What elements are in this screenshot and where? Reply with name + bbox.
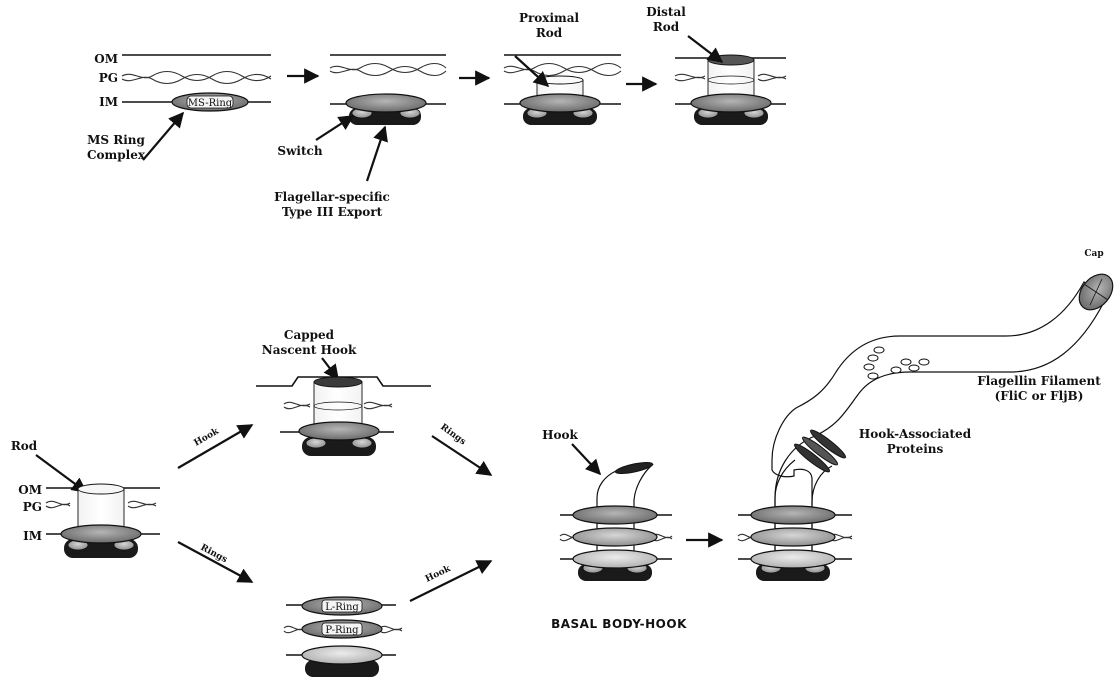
ms-ring (346, 94, 426, 112)
stage-4-distal-rod: Distal Rod (646, 5, 786, 125)
distal-rod-label-1: Distal (646, 5, 686, 19)
p-ring-label: P-Ring (325, 625, 359, 636)
im-label: IM (99, 95, 118, 109)
ms-ring (573, 550, 657, 568)
l-ring (573, 506, 657, 524)
hook-associated-label-1: Hook-Associated (859, 427, 972, 441)
stage-3-proximal-rod: Proximal Rod (504, 11, 621, 125)
im-label-2: IM (23, 529, 42, 543)
ms-ring-complex-label-2: Complex (87, 148, 146, 162)
capped-hook-label-2: Nascent Hook (262, 343, 357, 357)
stage-2-switch-export: Switch Flagellar-specific Type III Expor… (274, 55, 446, 219)
export-label-1: Flagellar-specific (274, 190, 390, 204)
stage-1-ms-ring: OM PG IM MS-Ring MS Ring Complex (87, 52, 271, 162)
stage-rod: Rod OM PG IM (11, 439, 160, 558)
export-pointer (367, 127, 385, 181)
ms-ring (302, 646, 382, 664)
l-ring-label: L-Ring (325, 602, 359, 613)
peptidoglycan-layer (122, 72, 271, 84)
ms-ring-complex-label-1: MS Ring (87, 133, 145, 147)
om-label-2: OM (18, 483, 42, 497)
capped-hook-pointer (322, 358, 338, 379)
stage-basal-body-hook: Hook BASAL BODY-HOOK (542, 428, 687, 631)
export-label-2: Type III Export (282, 205, 383, 219)
ms-complex-pointer (143, 113, 183, 160)
rod-label: Rod (11, 439, 38, 453)
switch-pointer (316, 116, 353, 140)
flagellin-label-2: (FliC or FljB) (995, 389, 1084, 403)
stage-capped-hook: Capped Nascent Hook (256, 328, 431, 456)
proximal-rod-label-2: Rod (536, 26, 563, 40)
switch-label: Switch (277, 144, 322, 158)
stage-full-flagellum: Cap Flagellin Filament (FliC or FljB) Ho… (738, 249, 1116, 581)
om-label: OM (94, 52, 118, 66)
proximal-rod-label-1: Proximal (519, 11, 580, 25)
rod-pointer (36, 455, 86, 492)
hook-label: Hook (542, 428, 578, 442)
arrow-hook-converge (410, 561, 491, 601)
flagellin-label-1: Flagellin Filament (977, 374, 1101, 388)
p-ring (573, 528, 657, 546)
hook-pointer (572, 444, 600, 474)
ms-ring-label: MS-Ring (188, 98, 233, 109)
basal-body-hook-label: BASAL BODY-HOOK (551, 617, 687, 631)
stage-lp-rings: L-Ring P-Ring (284, 597, 402, 677)
cap-label: Cap (1084, 249, 1103, 259)
pg-label: PG (99, 71, 118, 85)
hook-associated-label-2: Proteins (887, 442, 944, 456)
distal-rod-label-2: Rod (653, 20, 680, 34)
capped-hook-label-1: Capped (284, 328, 335, 342)
pg-label-2: PG (23, 500, 42, 514)
